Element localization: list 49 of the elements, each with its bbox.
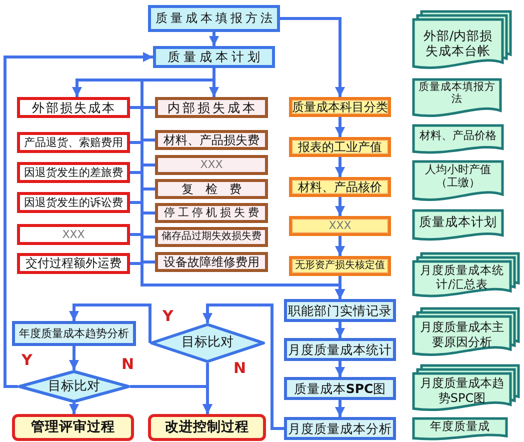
document-shape: 质量成本填报方法 [412, 78, 502, 120]
arrow [335, 197, 345, 216]
document-shape: 年度质量成 [412, 417, 508, 442]
arrow [335, 400, 345, 417]
process-box: 报表的工业产值 [289, 137, 391, 157]
arrow [202, 304, 284, 430]
arrow [69, 346, 79, 370]
arrow [69, 403, 79, 414]
process-box: 内部损失成本 [155, 97, 268, 118]
process-box: 材料、产品损失费 [155, 130, 268, 150]
terminal-box: 改进控制过程 [148, 414, 266, 441]
arrow [209, 32, 219, 46]
document-shape: 质量成本计划 [412, 209, 504, 243]
arrow [335, 322, 345, 338]
arrow [4, 52, 153, 388]
arrow [335, 157, 345, 177]
process-box: 质量成本科目分类 [289, 97, 391, 117]
arrow [130, 385, 212, 414]
arrow [69, 304, 152, 343]
arrow [335, 361, 345, 377]
document-shape: 人均小时产值（工缴） [412, 160, 504, 204]
process-box: 质量成本SPC图 [284, 377, 396, 400]
arrow [335, 117, 345, 137]
arrow [280, 17, 345, 97]
process-box: 停工停机损失费 [155, 203, 268, 223]
process-box: 月度质量成本分析 [284, 417, 396, 440]
process-box: 月度质量成本统计 [284, 338, 396, 361]
document-shape: 材料、产品价格 [412, 124, 504, 156]
process-box: 质量成本计划 [153, 46, 275, 68]
process-box: 外部损失成本 [17, 97, 130, 118]
process-box: 产品退货、索赔费用 [17, 132, 130, 153]
process-box: XXX [17, 224, 130, 245]
process-box: 复检费 [155, 179, 268, 199]
process-box: 因退货发生的诉讼费 [17, 192, 130, 213]
process-box: 设备故障维修费用 [155, 252, 268, 272]
process-box: 职能部门实情记录 [284, 299, 396, 322]
process-box: 储存品过期失效损失费 [155, 227, 268, 247]
process-box: XXX [289, 216, 391, 236]
process-box: 质量成本填报方法 [148, 5, 280, 32]
process-box: 无形资产损失核定值 [289, 256, 391, 276]
process-box: 年度质量成本趋势分析 [12, 321, 136, 346]
process-box: 交付过程额外运费 [17, 253, 130, 274]
decision-diamond: 目标比对 [18, 370, 130, 403]
arrow [335, 236, 345, 256]
terminal-box: 管理评审过程 [12, 414, 134, 441]
process-box: XXX [155, 155, 268, 175]
process-box: 因退货发生的差旅费 [17, 162, 130, 183]
decision-diamond: 目标比对 [150, 323, 265, 363]
process-box: 材料、产品核价 [289, 177, 391, 197]
